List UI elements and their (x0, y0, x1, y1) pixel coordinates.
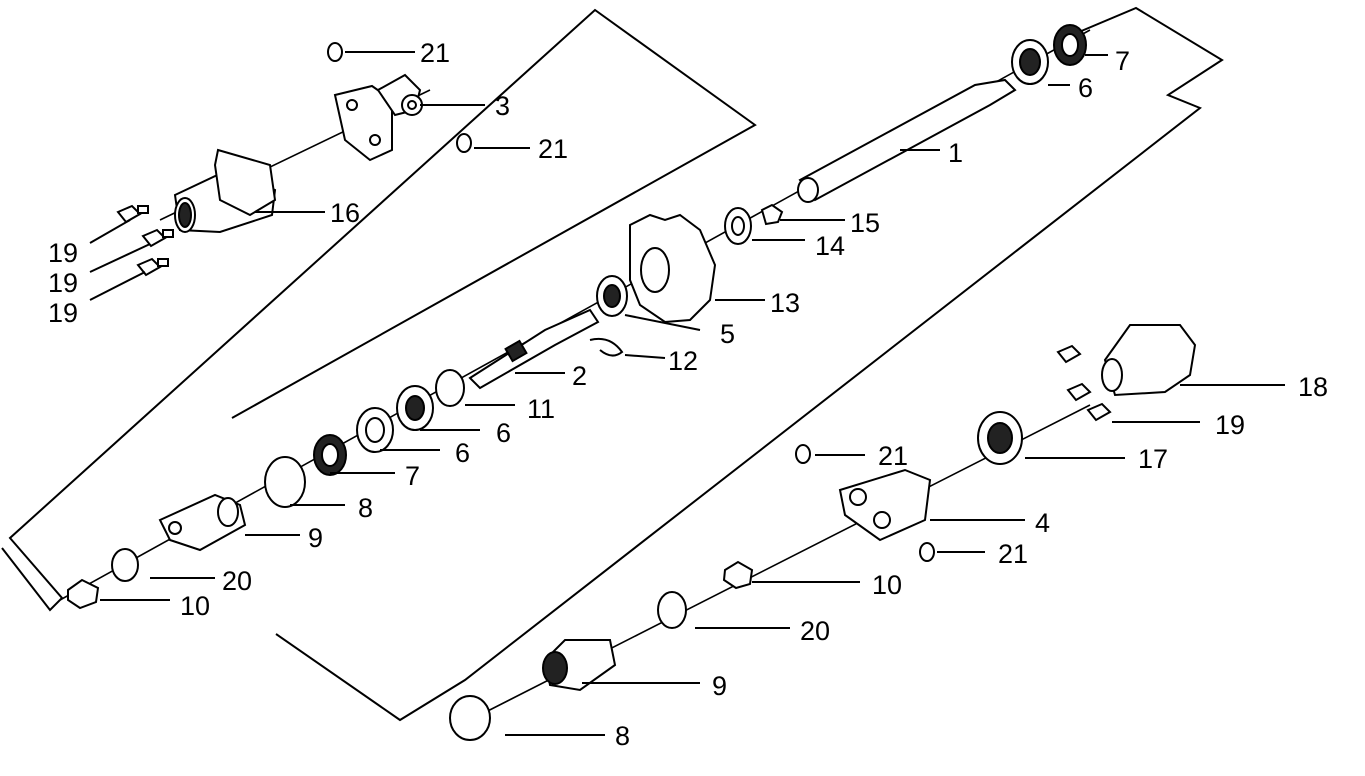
callout-16: 16 (330, 198, 360, 228)
right-assembly-boundary (275, 6, 1224, 722)
callout-12: 12 (668, 346, 698, 376)
washer-20-right (657, 591, 687, 629)
bolt-19-a (116, 204, 149, 224)
callout-4: 4 (1035, 508, 1050, 538)
o-ring-21-right-bot (919, 542, 935, 562)
callout-10-right: 10 (872, 570, 902, 600)
callout-9-right: 9 (712, 671, 727, 701)
washer-11 (435, 369, 465, 407)
bearing-6-b-inner (365, 417, 385, 443)
bolt-19-right-c (1086, 402, 1112, 422)
callout-6-top: 6 (1078, 73, 1093, 103)
bearing-6-a-inner (405, 395, 425, 421)
output-housing-18 (1101, 324, 1197, 397)
bearing-6-top-inner (1019, 48, 1041, 76)
callout-6-a: 6 (496, 418, 511, 448)
callout-7-mid: 7 (405, 461, 420, 491)
callout-7-top: 7 (1115, 46, 1130, 76)
callout-11: 11 (527, 394, 555, 424)
seal-17-inner (987, 422, 1013, 454)
bolt-19-right-b (1066, 382, 1092, 402)
washer-14-inner (731, 216, 745, 236)
callout-20-left: 20 (222, 566, 252, 596)
bolt-19-b (141, 228, 174, 248)
callout-21-mid: 21 (538, 134, 568, 164)
callout-19-right: 19 (1215, 410, 1245, 440)
callout-8-bottom: 8 (615, 721, 630, 751)
nut-10-left (67, 578, 100, 610)
callout-6-b: 6 (455, 438, 470, 468)
bolt-19-c (136, 257, 169, 277)
bearing-5-inner (603, 284, 621, 308)
callout-19-c: 19 (48, 298, 78, 328)
callout-18: 18 (1298, 372, 1328, 402)
yoke-4 (838, 468, 932, 542)
callout-13: 13 (770, 288, 800, 318)
callout-21-right-top: 21 (878, 441, 908, 471)
shaft-housing-16 (173, 148, 277, 234)
callout-17: 17 (1138, 444, 1168, 474)
callout-15: 15 (850, 208, 880, 238)
callout-20-right: 20 (800, 616, 830, 646)
callout-5: 5 (720, 319, 735, 349)
callout-2: 2 (572, 361, 587, 391)
callout-21-top: 21 (420, 38, 450, 68)
yoke-9-right (542, 639, 617, 692)
nut-15 (760, 203, 784, 226)
callout-19-a: 19 (48, 238, 78, 268)
u-joint-yoke-3 (333, 73, 423, 162)
callout-21-right-bot: 21 (998, 539, 1028, 569)
ring-8-left (264, 456, 306, 508)
callout-14: 14 (815, 231, 845, 261)
seal-7-mid-inner (321, 443, 339, 467)
callout-9-left: 9 (308, 523, 323, 553)
nut-10-right (722, 560, 754, 590)
o-ring-21-right-top (795, 444, 811, 464)
seal-7-top-inner (1061, 33, 1079, 57)
bevel-gear-13 (629, 213, 717, 324)
snap-ring-12 (589, 337, 624, 357)
bolt-19-right-a (1056, 344, 1082, 364)
pinion-shaft-2 (468, 308, 600, 390)
o-ring-21-top (327, 42, 343, 62)
main-shaft-1 (797, 78, 1017, 203)
callout-19-b: 19 (48, 268, 78, 298)
washer-20-left (111, 548, 139, 582)
callout-10-left: 10 (180, 591, 210, 621)
o-ring-21-mid (456, 133, 472, 153)
left-assembly-boundary (1, 8, 757, 612)
callout-8-left: 8 (358, 493, 373, 523)
leader-lines (89, 51, 1285, 736)
callout-1: 1 (948, 138, 963, 168)
yoke-9-left (158, 493, 247, 552)
ring-8-bottom (449, 695, 491, 741)
callout-3: 3 (495, 91, 510, 121)
